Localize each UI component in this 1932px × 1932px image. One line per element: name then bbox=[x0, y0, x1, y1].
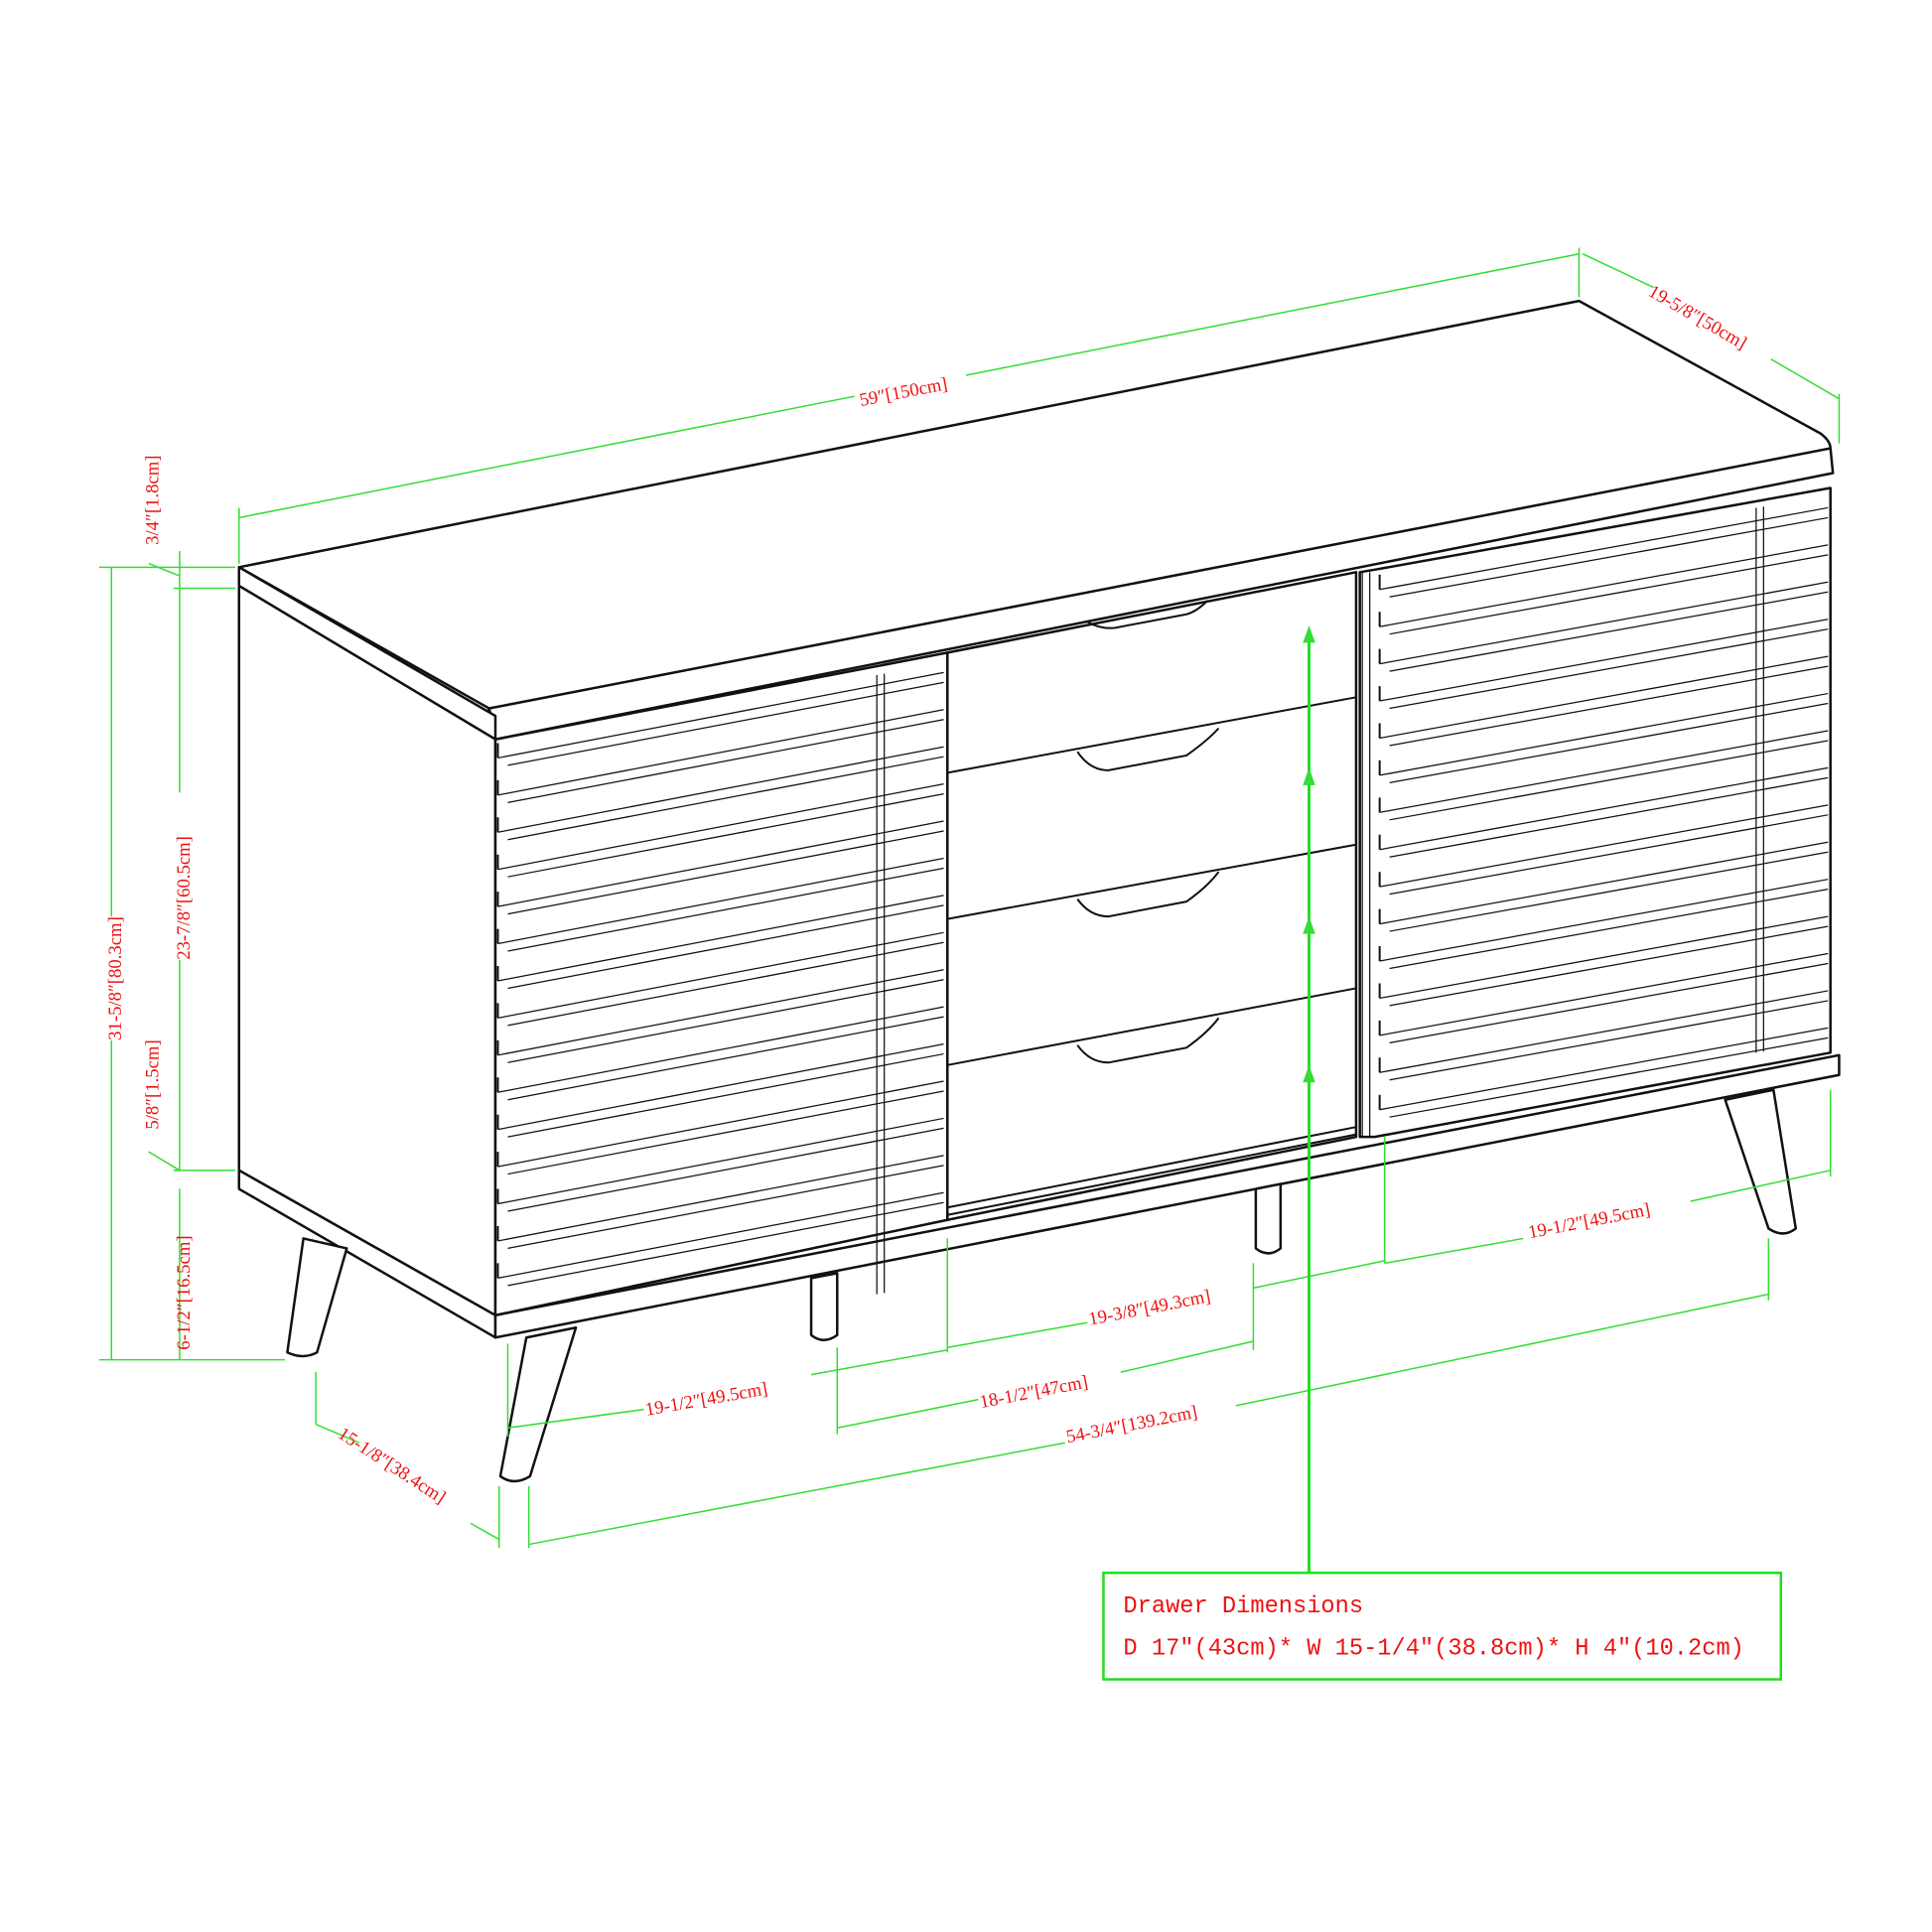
drawer-3-handle bbox=[1076, 871, 1220, 918]
label-overall-width: 59″[150cm] bbox=[858, 373, 949, 411]
drawer-1-handle bbox=[1086, 600, 1208, 629]
leg-center-back bbox=[1254, 1182, 1283, 1255]
label-top-thickness: 3/4″[1.8cm] bbox=[143, 455, 164, 544]
label-leg-outer-spacing: 54-3/4″[139.2cm] bbox=[1064, 1402, 1199, 1448]
drawer-4-handle bbox=[1076, 1017, 1220, 1064]
left-door[interactable] bbox=[493, 651, 949, 1317]
label-overall-height: 31-5/8″[80.3cm] bbox=[105, 916, 126, 1040]
label-left-door-width: 19-1/2″[49.5cm] bbox=[643, 1378, 768, 1420]
right-door-slats bbox=[1378, 506, 1829, 1118]
drawer-dimensions-title: Drawer Dimensions bbox=[1123, 1593, 1363, 1620]
drawer-dimensions-callout: Drawer Dimensions D 17″(43cm)* W 15-1/4″… bbox=[1102, 1571, 1783, 1681]
label-leg-depth-spacing: 15-1/8″[38.4cm] bbox=[335, 1424, 450, 1509]
drawer-4[interactable] bbox=[947, 987, 1357, 1066]
right-door[interactable] bbox=[1358, 486, 1832, 1139]
label-body-height: 23-7/8″[60.5cm] bbox=[174, 836, 195, 960]
leg-center-front bbox=[809, 1272, 839, 1341]
label-leg-inner-spacing: 18-1/2″[47cm] bbox=[978, 1372, 1090, 1414]
drawer-1[interactable] bbox=[947, 571, 1357, 654]
drawer-2-handle bbox=[1076, 727, 1220, 771]
label-base-thickness: 5/8″[1.5cm] bbox=[143, 1039, 164, 1129]
dimension-lines bbox=[98, 247, 1841, 1574]
label-right-door-width: 19-1/2″[49.5cm] bbox=[1527, 1199, 1652, 1243]
label-leg-height: 6-1/2″[16.5cm] bbox=[174, 1235, 195, 1349]
leg-front-left bbox=[498, 1326, 578, 1483]
drawer-dimensions-spec: D 17″(43cm)* W 15-1/4″(38.8cm)* H 4″(10.… bbox=[1123, 1636, 1743, 1663]
label-overall-depth: 19-5/8″[50cm] bbox=[1645, 281, 1750, 354]
sideboard-body bbox=[237, 299, 1841, 1339]
drawer-3[interactable] bbox=[947, 843, 1357, 920]
left-door-slats bbox=[496, 671, 944, 1295]
leg-front-right bbox=[1724, 1088, 1798, 1235]
leg-back-left bbox=[286, 1237, 348, 1358]
drawer-2[interactable] bbox=[947, 696, 1357, 774]
bottom-base-front bbox=[493, 1053, 1841, 1339]
drawer-stack bbox=[946, 571, 1358, 1221]
legs bbox=[286, 1088, 1798, 1483]
label-drawer-section-width: 19-3/8″[49.3cm] bbox=[1087, 1286, 1212, 1329]
